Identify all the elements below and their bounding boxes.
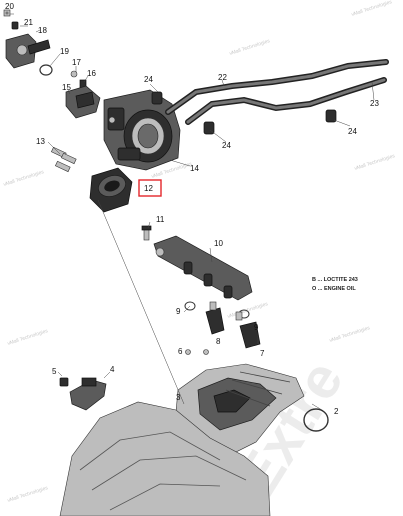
callout-18: 18 [38, 26, 47, 35]
throttle-body [103, 89, 181, 171]
watermark-small: vMall Technologies [329, 325, 371, 344]
part-10-fuel-rail [153, 235, 253, 301]
callout-14: 14 [190, 164, 199, 173]
leader-lines [10, 13, 375, 411]
watermark-small: vMall Technologies [7, 485, 49, 504]
callout-16: 16 [87, 69, 96, 78]
part-22-23-hose [165, 59, 389, 125]
part-15-gasket-bracket [65, 85, 101, 119]
callout-5: 5 [52, 367, 57, 376]
callout-24-right: 24 [348, 127, 357, 136]
callout-3: 3 [176, 393, 181, 402]
callout-12: 12 [144, 184, 153, 193]
part-11-bolt [141, 225, 152, 241]
callout-24-mid: 24 [222, 141, 231, 150]
part-20-washer [3, 9, 11, 17]
legend-symbol: B [312, 277, 316, 283]
legend-symbol: O [312, 286, 317, 292]
part-19-o-ring [39, 64, 53, 76]
part-17-screw [70, 70, 78, 78]
callout-8: 8 [216, 337, 221, 346]
callout-2: 2 [334, 407, 339, 416]
legend-text: ENGINE OIL [323, 286, 356, 292]
legend-item-loctite: B ... LOCTITE 243 [312, 277, 358, 283]
callout-13: 13 [36, 137, 45, 146]
watermark-small: vMall Technologies [229, 38, 271, 57]
callout-21: 21 [24, 18, 33, 27]
callouts: 20 21 18 19 17 16 15 24 22 23 24 24 13 1… [5, 2, 379, 416]
callout-20: 20 [5, 2, 14, 11]
callout-17: 17 [72, 58, 81, 67]
part-7-6-screws [185, 349, 209, 355]
part-13-bolts [50, 146, 77, 173]
callout-11: 11 [156, 215, 165, 224]
watermark-small: vMall Technologies [3, 169, 45, 188]
watermark-small: vMall Technologies [351, 0, 393, 18]
callout-15: 15 [62, 83, 71, 92]
legend-item-engine-oil: O ... ENGINE OIL [312, 286, 356, 292]
part-3-intake-manifold [175, 363, 305, 457]
part-21-screw [11, 21, 19, 30]
callout-4: 4 [110, 365, 115, 374]
legend-text: LOCTITE 243 [323, 277, 358, 283]
watermark-small: vMall Technologies [7, 328, 49, 347]
part-2-o-ring [303, 408, 329, 432]
callout-22: 22 [218, 73, 227, 82]
callout-12-highlight-box [138, 179, 162, 197]
part-12-intake-boot [89, 167, 133, 213]
part-5-screw [59, 377, 69, 387]
legend: B ... LOCTITE 243 O ... ENGINE OIL [312, 276, 358, 294]
callout-9-left: 9 [176, 307, 181, 316]
callout-19: 19 [60, 47, 69, 56]
callout-9-right: 9 [254, 323, 259, 332]
callout-24-top: 24 [144, 75, 153, 84]
callout-7: 7 [260, 349, 265, 358]
part-8-injectors [205, 301, 261, 349]
lower-engine-cover [59, 401, 271, 516]
callout-6: 6 [178, 347, 183, 356]
callout-10: 10 [214, 239, 223, 248]
part-4-sensor [69, 377, 107, 411]
callout-23: 23 [370, 99, 379, 108]
part-18-actuator [5, 33, 51, 69]
watermark-small: vMall Technologies [354, 153, 396, 172]
